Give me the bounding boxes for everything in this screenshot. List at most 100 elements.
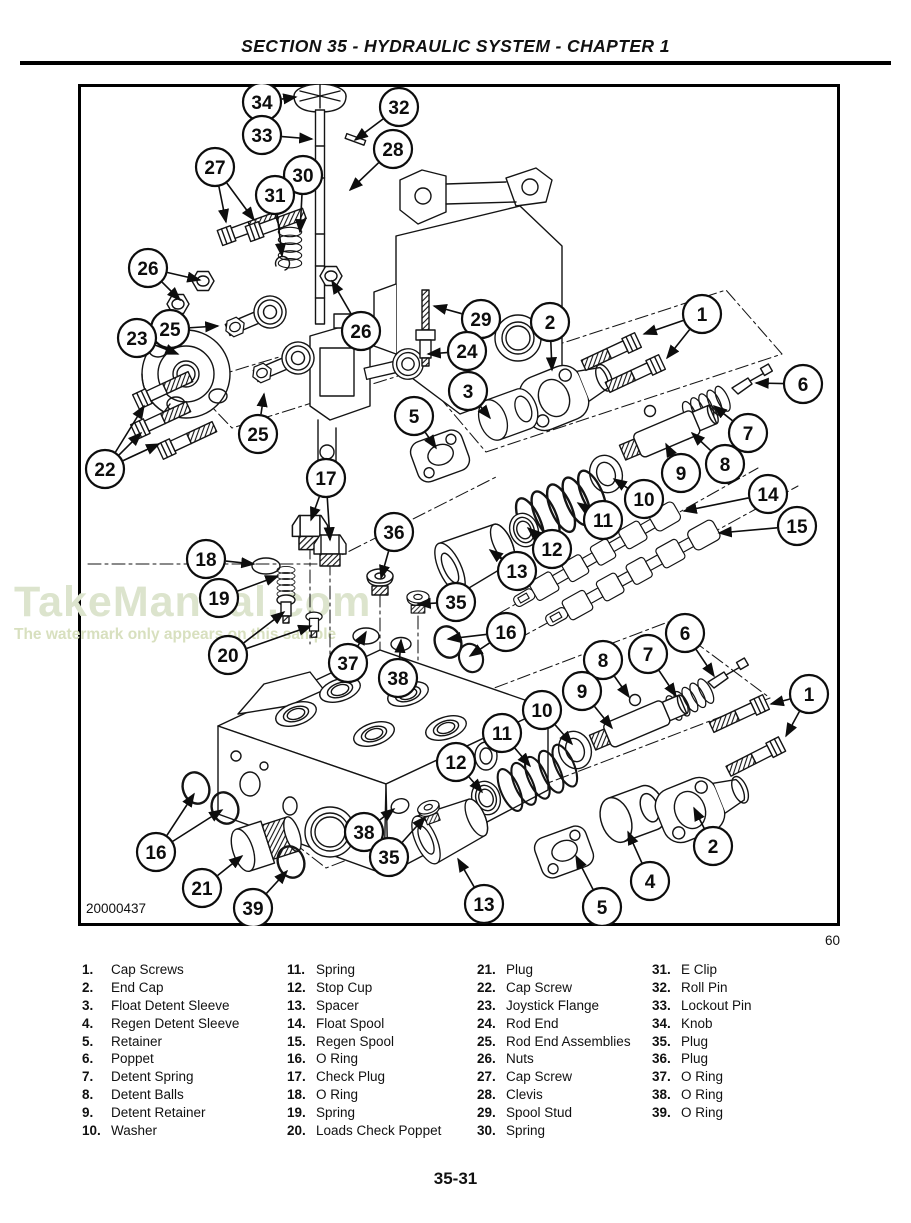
leader-arrow — [246, 624, 313, 650]
part-number: 6. — [82, 1051, 94, 1067]
part-number: 28. — [477, 1086, 496, 1102]
leader-arrow — [785, 711, 801, 738]
svg-text:34: 34 — [251, 93, 273, 114]
part-label: Check Plug — [316, 1069, 386, 1085]
svg-text:15: 15 — [786, 517, 808, 538]
part-rod-end-25a — [220, 290, 292, 346]
part-needle-6b — [707, 657, 750, 689]
part-label: Regen Detent Sleeve — [111, 1015, 240, 1031]
leader-arrow — [613, 675, 630, 699]
part-o-ring-16c — [177, 767, 215, 809]
leader-arrow — [690, 431, 711, 451]
balloon-26: 26 — [340, 310, 382, 352]
svg-text:38: 38 — [353, 823, 374, 844]
leader-arrow — [682, 497, 749, 514]
part-label: Spool Stud — [506, 1104, 573, 1120]
part-bolt-1b — [603, 354, 667, 396]
svg-text:39: 39 — [242, 899, 263, 920]
part-row: 6.Poppet — [82, 1050, 282, 1068]
part-number: 30. — [477, 1122, 496, 1138]
leader-arrow — [416, 597, 437, 609]
part-number: 1. — [82, 962, 94, 978]
svg-text:36: 36 — [383, 523, 404, 544]
leader-arrow — [274, 214, 287, 258]
leader-arrow — [554, 724, 574, 746]
part-row: 31.E Clip — [652, 961, 817, 979]
part-number: 3. — [82, 997, 94, 1013]
balloon-11: 11 — [481, 712, 523, 754]
svg-text:22: 22 — [94, 460, 115, 481]
part-number: 37. — [652, 1069, 671, 1085]
leader-arrow — [331, 279, 352, 315]
part-detent-retainer-9a — [616, 400, 723, 466]
part-bolt-1d — [724, 736, 787, 780]
part-row: 32.Roll Pin — [652, 979, 817, 997]
part-row: 28.Clevis — [477, 1086, 647, 1104]
svg-text:9: 9 — [577, 682, 588, 703]
svg-text:26: 26 — [137, 259, 158, 280]
balloon-12: 12 — [435, 741, 477, 783]
balloon-16: 16 — [135, 831, 177, 873]
part-number: 19. — [287, 1104, 306, 1120]
leader-arrow — [226, 182, 255, 222]
balloon-16: 16 — [485, 611, 527, 653]
part-number: 25. — [477, 1033, 496, 1049]
leader-arrow — [526, 526, 542, 541]
balloon-22: 22 — [84, 448, 126, 490]
leader-arrow — [118, 431, 143, 456]
part-row: 24.Rod End — [477, 1014, 647, 1032]
part-label: O Ring — [681, 1069, 724, 1085]
part-number: 38. — [652, 1086, 671, 1102]
part-row: 9.Detent Retainer — [82, 1103, 282, 1121]
svg-text:5: 5 — [597, 898, 608, 919]
leader-arrow — [310, 496, 321, 522]
part-row: 12.Stop Cup — [287, 979, 472, 997]
leader-arrow — [424, 432, 437, 450]
leader-arrow — [457, 857, 475, 888]
svg-text:10: 10 — [633, 490, 654, 511]
part-label: O Ring — [681, 1086, 724, 1102]
part-label: Regen Spool — [316, 1033, 395, 1049]
balloon-1: 1 — [681, 293, 723, 335]
svg-text:29: 29 — [470, 310, 491, 331]
leader-arrow — [172, 809, 224, 842]
svg-text:10: 10 — [531, 701, 552, 722]
svg-text:8: 8 — [598, 651, 609, 672]
part-row: 26.Nuts — [477, 1050, 647, 1068]
part-spring-19 — [276, 565, 296, 599]
leader-arrow — [155, 344, 180, 355]
part-row: 29.Spool Stud — [477, 1103, 647, 1121]
balloon-38: 38 — [377, 657, 419, 699]
balloon-3: 3 — [447, 370, 489, 412]
balloon-20: 20 — [207, 634, 249, 676]
balloon-21: 21 — [181, 867, 223, 909]
leader-arrow — [642, 319, 684, 336]
svg-text:17: 17 — [315, 469, 336, 490]
part-label: Detent Balls — [111, 1086, 184, 1102]
leader-arrow — [514, 747, 532, 768]
leader-arrow — [658, 670, 677, 698]
part-row: 25.Rod End Assemblies — [477, 1032, 647, 1050]
leader-arrow — [295, 194, 307, 234]
balloon-23: 23 — [116, 317, 158, 359]
leader-arrow — [394, 638, 406, 659]
balloon-14: 14 — [747, 473, 789, 515]
part-number: 24. — [477, 1015, 496, 1031]
part-label: Loads Check Poppet — [316, 1122, 442, 1138]
svg-text:27: 27 — [204, 158, 225, 179]
part-row: 2.End Cap — [82, 979, 282, 997]
part-row: 7.Detent Spring — [82, 1068, 282, 1086]
balloon-36: 36 — [373, 511, 415, 553]
figure-page-ref: 60 — [824, 933, 840, 948]
part-number: 7. — [82, 1069, 94, 1085]
leader-arrow — [281, 93, 298, 105]
part-ball-8b — [643, 404, 657, 418]
part-plug-36 — [366, 568, 394, 596]
svg-text:3: 3 — [463, 382, 474, 403]
svg-text:5: 5 — [409, 407, 420, 428]
part-row: 15.Regen Spool — [287, 1032, 472, 1050]
balloon-5: 5 — [581, 886, 623, 926]
